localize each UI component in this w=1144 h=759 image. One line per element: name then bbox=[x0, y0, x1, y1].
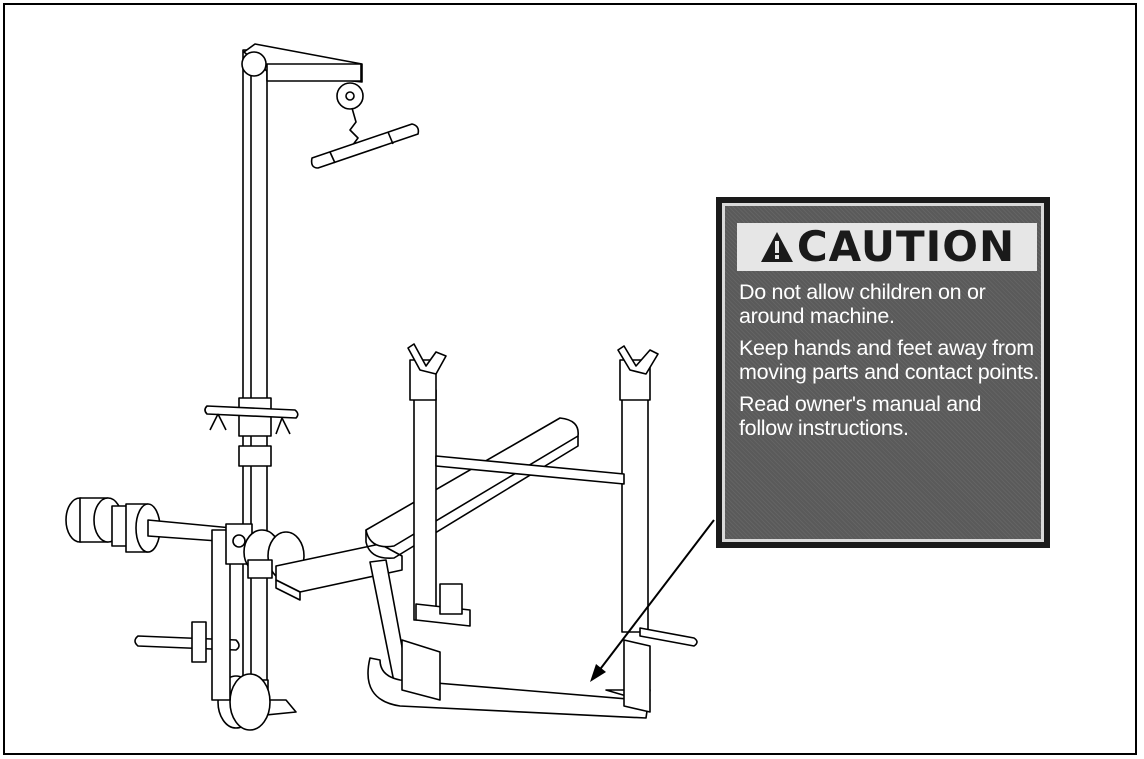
caution-body: Do not allow children on or around machi… bbox=[739, 280, 1039, 448]
caution-line-hands-feet: Keep hands and feet away from moving par… bbox=[739, 336, 1039, 384]
caution-label: CAUTION Do not allow children on or arou… bbox=[716, 197, 1050, 548]
caution-title-row: CAUTION bbox=[759, 226, 1015, 268]
caution-line-manual: Read owner's manual and follow instructi… bbox=[739, 392, 982, 440]
caution-line-children: Do not allow children on or around machi… bbox=[739, 280, 986, 328]
caution-label-panel: CAUTION Do not allow children on or arou… bbox=[722, 203, 1044, 542]
caution-header: CAUTION bbox=[737, 223, 1037, 271]
caution-title: CAUTION bbox=[796, 222, 1016, 271]
alert-triangle-icon bbox=[760, 232, 793, 262]
